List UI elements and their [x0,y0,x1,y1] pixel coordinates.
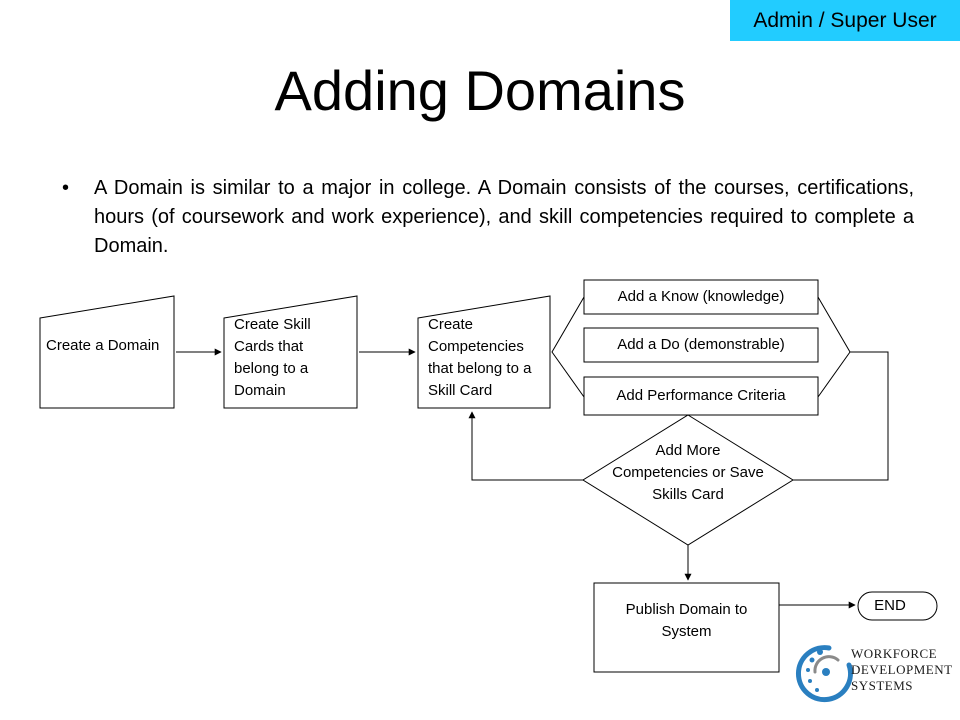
create-skill-cards-shape [223,295,358,409]
bullet-marker: • [62,177,70,199]
logo-line-1: WORKFORCE [851,646,938,661]
create-competencies-shape [417,295,551,409]
create-domain-label: Create a Domain [46,337,160,354]
end-label: END [874,597,906,614]
end-terminator [857,591,938,621]
create-domain-shape [39,295,175,409]
company-logo-text: WORKFORCE DEVELOPMENT SYSTEMS [851,646,953,694]
publish-box [593,582,780,673]
add-performance-label: Add Performance Criteria [616,387,786,404]
logo-line-3: SYSTEMS [851,678,914,693]
role-badge: Admin / Super User [730,0,960,41]
create-competencies-label: Create Competencies that belong to a Ski… [428,316,532,399]
page-title: Adding Domains [274,59,686,122]
create-skill-cards-label: Create Skill Cards that belong to a Doma… [234,316,311,399]
logo-line-2: DEVELOPMENT [851,662,953,677]
wds-logo-icon [795,645,853,703]
connector-fan-in [817,296,851,398]
add-performance-box [583,376,819,416]
decision-label: Add More Competencies or Save Skills Car… [612,442,764,503]
add-do-box [583,327,819,363]
add-know-label: Add a Know (knowledge) [617,288,785,305]
publish-label: Publish Domain to System [625,601,748,640]
connector-right-loop [793,351,889,481]
arrow-loop-back [468,411,583,481]
add-do-label: Add a Do (demonstrable) [617,336,785,353]
bullet-text: A Domain is similar to a major in colleg… [94,177,914,257]
connector-fan-out [551,296,585,398]
